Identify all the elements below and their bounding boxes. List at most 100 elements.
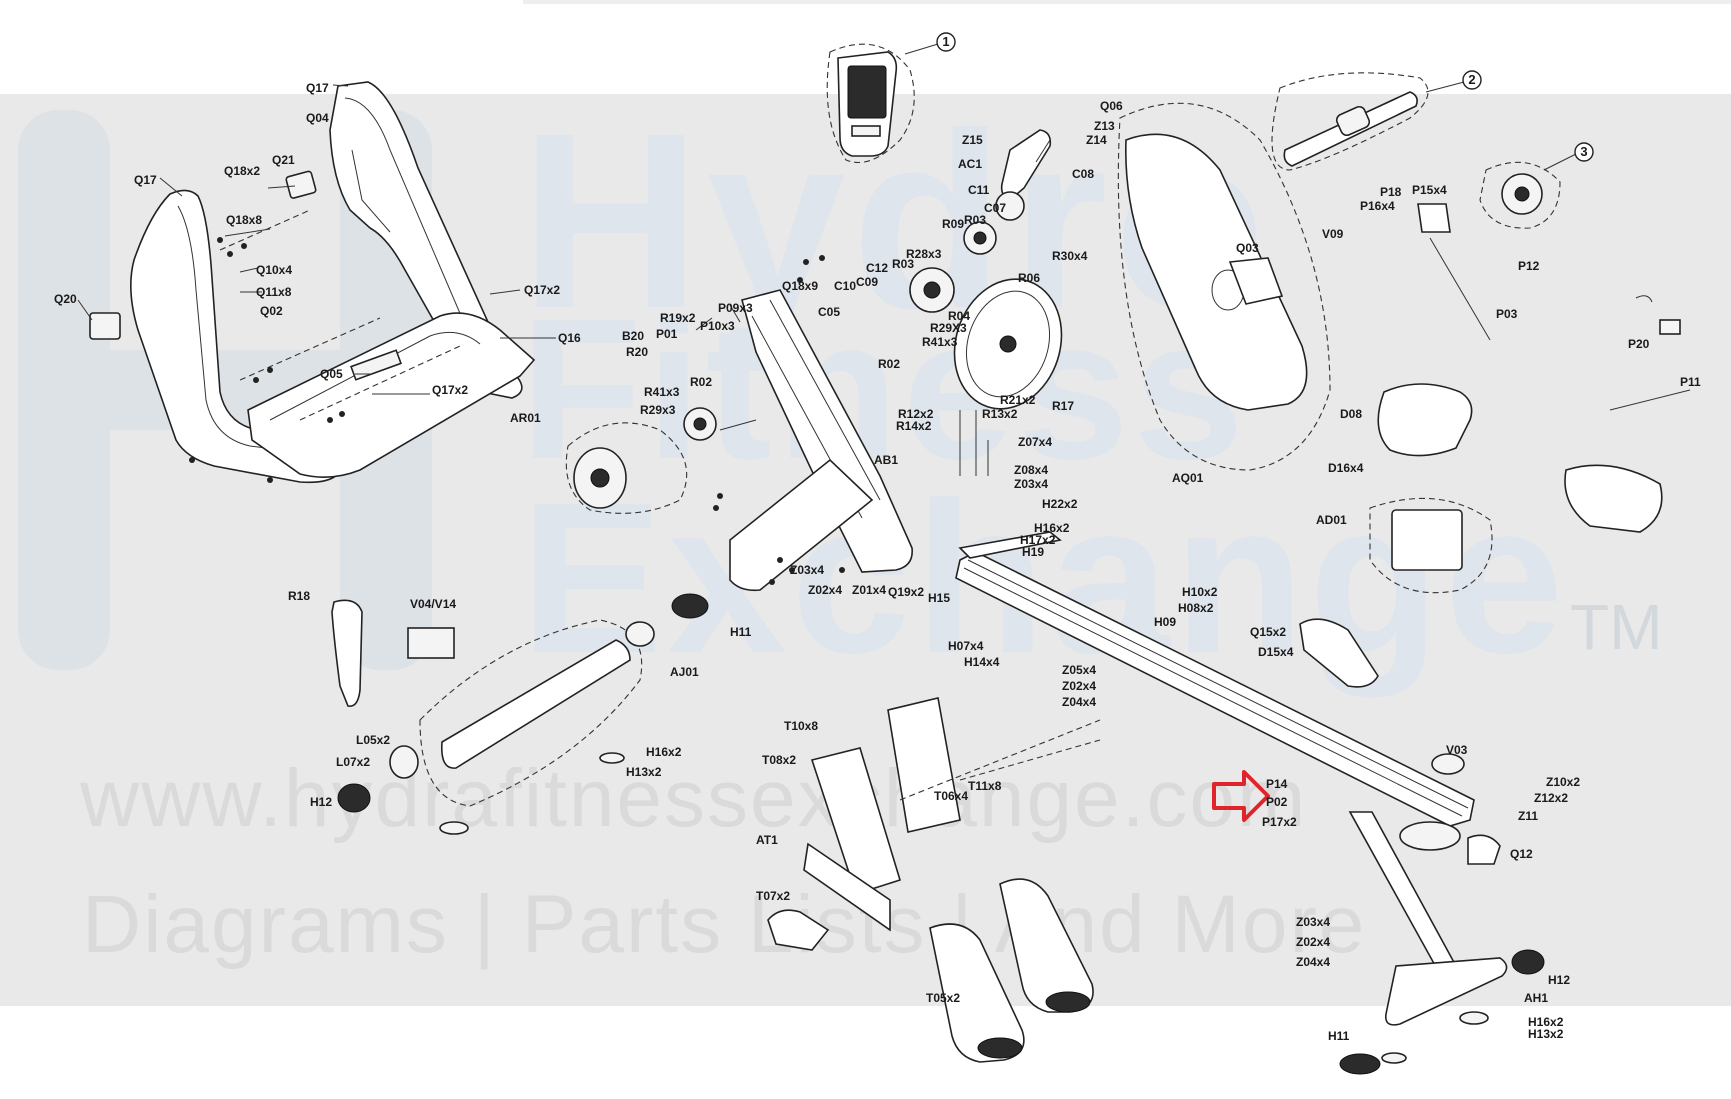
part-label: H16x2	[1034, 521, 1070, 535]
part-label: H11	[1328, 1029, 1350, 1043]
part-label: P11	[1680, 375, 1701, 389]
part-label: T11x8	[968, 779, 1002, 793]
part-label: Z13	[1094, 119, 1115, 133]
part-label: Z10x2	[1546, 775, 1580, 789]
part-label: R29x3	[640, 403, 676, 417]
part-label: H10x2	[1182, 585, 1218, 599]
part-label: R02	[878, 357, 900, 371]
part-label: AC1	[958, 157, 982, 171]
part-label: H12	[310, 795, 332, 809]
part-label: Q17x2	[524, 283, 560, 297]
top-strip	[523, 0, 1731, 4]
drive-frame-assembly	[331, 129, 1063, 707]
part-label: R17	[1052, 399, 1074, 413]
part-label: R41x3	[644, 385, 680, 399]
footrest-assembly	[767, 697, 1101, 1063]
watermark-word-fitness: Fitness	[520, 278, 1249, 501]
part-labels: Q17 Q04 Q17 Q18x2 Q21 Q18x8 Q10x4 Q11x8 …	[54, 81, 1701, 1043]
callout-1-number: 1	[942, 34, 949, 49]
part-label: T05x2	[926, 991, 960, 1005]
part-label: R12x2	[898, 407, 934, 421]
part-label: Q17x2	[432, 383, 468, 397]
part-label: D15x4	[1258, 645, 1294, 659]
part-label: P20	[1628, 337, 1650, 351]
part-label: AB1	[874, 453, 898, 467]
part-label: H07x4	[948, 639, 984, 653]
part-label: Z05x4	[1062, 663, 1096, 677]
part-label: D16x4	[1328, 461, 1364, 475]
part-label: Z04x4	[1296, 955, 1330, 969]
callout-3-number: 3	[1580, 144, 1587, 159]
part-label: Z08x4	[1014, 463, 1048, 477]
part-label: P02	[1266, 795, 1288, 809]
part-label: AD01	[1316, 513, 1347, 527]
part-label: R06	[1018, 271, 1040, 285]
red-pointer-arrow-icon	[1212, 770, 1270, 822]
part-label: P10x3	[700, 319, 735, 333]
part-label: P18	[1380, 185, 1402, 199]
part-label: H08x2	[1178, 601, 1214, 615]
part-label: Q18x2	[224, 164, 260, 178]
part-label: Q03	[1236, 241, 1259, 255]
part-label: Q17	[134, 173, 157, 187]
part-label: Z03x4	[790, 563, 824, 577]
part-label: T08x2	[762, 753, 796, 767]
part-label: Z07x4	[1018, 435, 1052, 449]
part-label: P03	[1496, 307, 1518, 321]
part-label: R13x2	[982, 407, 1018, 421]
part-label: B20	[622, 329, 644, 343]
part-label: T06x4	[934, 789, 968, 803]
part-label: AJ01	[670, 665, 699, 679]
part-label: Z02x4	[1296, 935, 1330, 949]
part-label: Q18x9	[782, 279, 818, 293]
part-label: R28x3	[906, 247, 942, 261]
part-label: Z14	[1086, 133, 1107, 147]
part-label: C05	[818, 305, 840, 319]
rowing-handle	[1271, 72, 1429, 171]
part-label: Q04	[306, 111, 329, 125]
part-label: P17x2	[1262, 815, 1297, 829]
part-label: H16x2	[646, 745, 682, 759]
part-label: R41x3	[922, 335, 958, 349]
part-label: H13x2	[1528, 1027, 1564, 1041]
part-label: P15x4	[1412, 183, 1447, 197]
part-label: Q02	[260, 304, 283, 318]
part-label: R02	[690, 375, 712, 389]
part-label: R09	[942, 217, 964, 231]
part-label: Q20	[54, 292, 77, 306]
callout-1: 1	[904, 32, 956, 55]
callout-2: 2	[1425, 70, 1482, 93]
part-label: R29X3	[930, 321, 967, 335]
part-label: P16x4	[1360, 199, 1395, 213]
part-label: P09x3	[718, 301, 753, 315]
part-label: H15	[928, 591, 950, 605]
part-label: AQ01	[1172, 471, 1204, 485]
part-label: H12	[1548, 973, 1570, 987]
part-label: R03	[892, 257, 914, 271]
part-label: Q19x2	[888, 585, 924, 599]
part-label: Q10x4	[256, 263, 292, 277]
part-label: V03	[1446, 743, 1468, 757]
part-label: T07x2	[756, 889, 790, 903]
part-label: H11	[730, 625, 752, 639]
part-label: R14x2	[896, 419, 932, 433]
part-label: C08	[1072, 167, 1094, 181]
part-label: C10	[834, 279, 856, 293]
part-label: Q16	[558, 331, 581, 345]
watermark-tagline: Diagrams | Parts Lists | And More	[82, 879, 1367, 970]
part-label: C09	[856, 275, 878, 289]
part-label: Q06	[1100, 99, 1123, 113]
part-label: H17x2	[1020, 533, 1056, 547]
part-label: Q21	[272, 153, 295, 167]
part-label: V09	[1322, 227, 1344, 241]
part-label: Z02x4	[1062, 679, 1096, 693]
part-label: Z01x4	[852, 583, 886, 597]
seat-cover-assembly	[77, 81, 556, 484]
part-label: H19	[1022, 545, 1044, 559]
side-cover-assembly	[1117, 102, 1691, 1075]
part-label: Z04x4	[1062, 695, 1096, 709]
part-label: V04/V14	[410, 597, 456, 611]
part-label: H22x2	[1042, 497, 1078, 511]
part-label: R03	[964, 213, 986, 227]
